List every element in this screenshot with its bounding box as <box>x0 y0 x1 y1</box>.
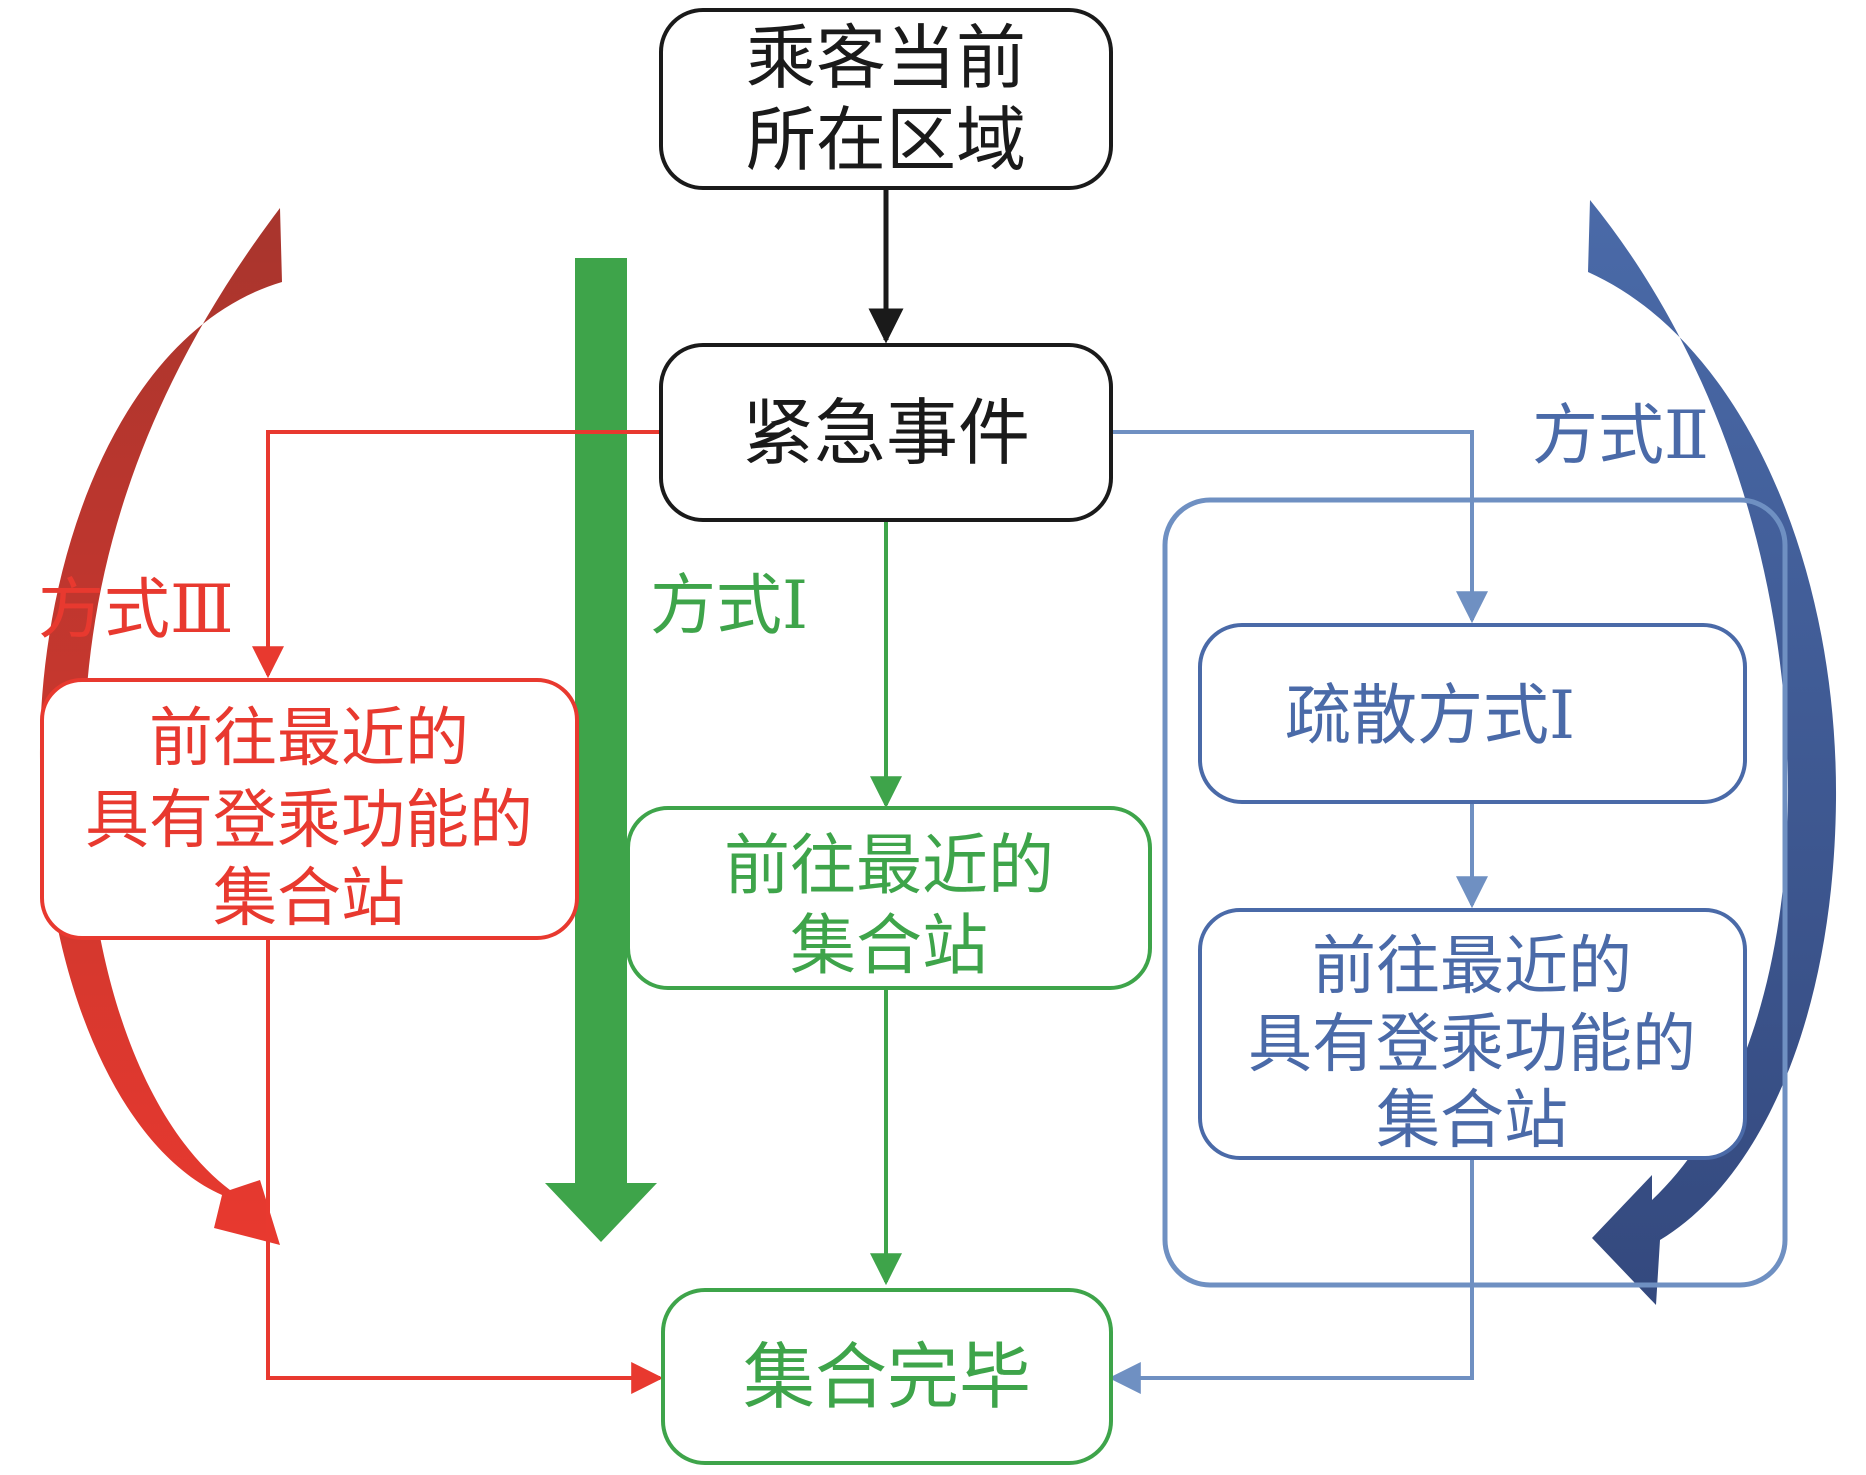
mode-2-group <box>1162 497 1788 1288</box>
node-center-target: 前往最近的 集合站 <box>626 806 1152 990</box>
node-done: 集合完毕 <box>661 1288 1113 1465</box>
red-connectors <box>252 430 664 1394</box>
node-emergency-label: 紧急事件 <box>742 391 1030 475</box>
green-thick-arrow <box>545 258 657 1242</box>
node-left-target: 前往最近的 具有登乘功能的 集合站 <box>40 678 579 940</box>
node-current-area: 乘客当前 所在区域 <box>659 8 1113 190</box>
red-curved-arrow <box>39 208 282 1245</box>
node-right-target-line-3: 集合站 <box>1376 1084 1568 1158</box>
node-right-target-line-2: 具有登乘功能的 <box>1248 1008 1696 1082</box>
node-right-target-line-1: 前往最近的 <box>1312 930 1632 1004</box>
node-center-target-line-2: 集合站 <box>790 907 988 984</box>
node-current-area-line-2: 所在区域 <box>746 99 1026 181</box>
node-right-target: 前往最近的 具有登乘功能的 集合站 <box>1198 908 1747 1160</box>
label-mode-2: 方式Ⅱ <box>1532 397 1709 474</box>
node-left-target-line-1: 前往最近的 <box>149 702 469 776</box>
node-evac-mode-label: 疏散方式Ⅰ <box>1285 677 1575 754</box>
node-left-target-line-2: 具有登乘功能的 <box>85 784 533 858</box>
label-mode-1: 方式Ⅰ <box>650 567 808 644</box>
blue-connectors <box>1108 430 1488 1394</box>
node-done-label: 集合完毕 <box>743 1335 1031 1419</box>
node-center-target-line-1: 前往最近的 <box>724 827 1054 904</box>
node-left-target-line-3: 集合站 <box>213 862 405 936</box>
node-current-area-line-1: 乘客当前 <box>746 17 1026 99</box>
node-evac-mode: 疏散方式Ⅰ <box>1198 623 1747 804</box>
node-emergency: 紧急事件 <box>659 343 1113 522</box>
blue-curved-arrow <box>1588 200 1837 1305</box>
label-mode-3: 方式Ⅲ <box>38 571 234 648</box>
